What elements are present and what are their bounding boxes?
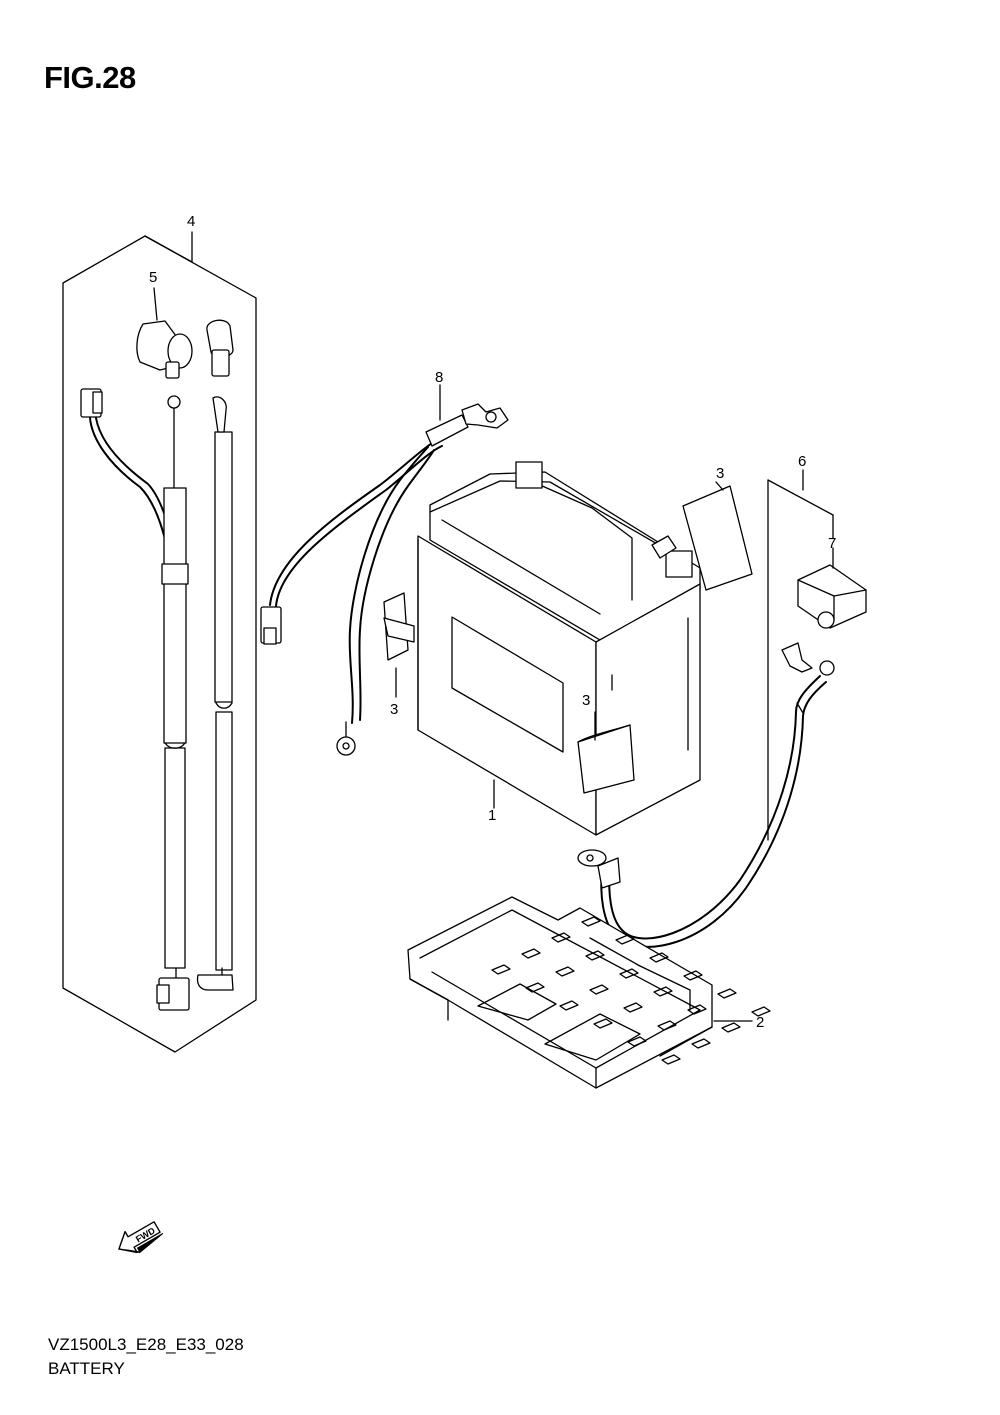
tray-slot	[687, 1004, 707, 1015]
tray-slot	[521, 948, 541, 959]
tray-slot	[623, 1002, 643, 1013]
harness-kit-group	[62, 231, 257, 1053]
callout-8: 8	[435, 369, 443, 386]
pad-top-part	[682, 481, 753, 591]
callout-7: 7	[828, 535, 836, 552]
callout-4: 4	[187, 213, 195, 230]
tray-holes	[491, 916, 771, 1065]
terminal-cap-part	[797, 547, 867, 629]
tray-slot	[717, 988, 737, 999]
tray-slot	[491, 964, 511, 975]
tray-slot	[615, 934, 635, 945]
minus-lead-part	[577, 642, 835, 948]
tray-slot	[585, 950, 605, 961]
tray-slot	[657, 1020, 677, 1031]
tray-slot	[525, 982, 545, 993]
tray-slot	[581, 916, 601, 927]
plus-lead-part	[260, 384, 509, 756]
tray-slot	[661, 1054, 681, 1065]
callout-5: 5	[149, 269, 157, 286]
pad-left-part	[383, 592, 415, 698]
tray-slot	[649, 952, 669, 963]
tray-slot	[551, 932, 571, 943]
pad-front-part	[577, 711, 635, 794]
tray-slot	[555, 966, 575, 977]
tray-slot	[751, 1006, 771, 1017]
tray-slot	[589, 984, 609, 995]
tray-slot	[593, 1018, 613, 1029]
battery-part	[417, 461, 701, 836]
tray-slot	[721, 1022, 741, 1033]
callout-1: 1	[488, 807, 496, 824]
figure-code: VZ1500L3_E28_E33_028	[48, 1335, 244, 1354]
bulb-socket-part	[136, 287, 193, 379]
fwd-arrow-icon: FWD	[118, 1221, 164, 1254]
tray-slot	[559, 1000, 579, 1011]
minus-lead-kit-group	[767, 469, 834, 841]
figure-name: BATTERY	[48, 1359, 125, 1378]
callout-2: 2	[756, 1014, 764, 1031]
tray-slot	[653, 986, 673, 997]
kit-harness	[80, 388, 234, 1011]
callout-3-front: 3	[582, 692, 590, 709]
tray-slot	[627, 1036, 647, 1047]
bulb-part	[206, 319, 234, 377]
callout-3-top: 3	[716, 465, 724, 482]
figure-title: FIG.28	[44, 60, 136, 95]
tray-slot	[619, 968, 639, 979]
battery-tray-part	[407, 896, 753, 1089]
tray-slot	[683, 970, 703, 981]
tray-slot	[691, 1038, 711, 1049]
callout-6: 6	[798, 453, 806, 470]
callout-3-left: 3	[390, 701, 398, 718]
